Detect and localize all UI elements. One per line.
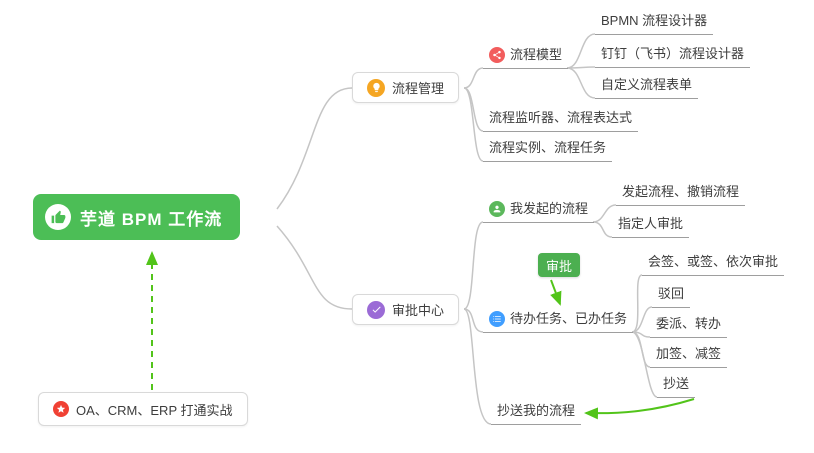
leaf-label: 加签、减签 xyxy=(656,346,722,361)
leaf-add-remove-sign[interactable]: 加签、减签 xyxy=(650,343,728,368)
branch-label: 审批中心 xyxy=(392,303,445,318)
share-icon xyxy=(489,46,505,63)
arrow-badge-to-todo xyxy=(550,279,562,306)
leaf-delegate-transfer[interactable]: 委派、转办 xyxy=(650,313,728,338)
leaf-label: 抄送我的流程 xyxy=(497,403,576,418)
leaf-cc[interactable]: 抄送 xyxy=(657,373,696,398)
leaf-label: 流程模型 xyxy=(510,47,563,62)
leaf-label: 钉钉（飞书）流程设计器 xyxy=(601,46,745,61)
check-icon xyxy=(367,300,385,319)
leaf-todo-done[interactable]: 待办任务、已办任务 xyxy=(483,308,634,333)
leaf-label: 指定人审批 xyxy=(618,216,684,231)
root-label: 芋道 BPM 工作流 xyxy=(80,209,223,229)
leaf-countersign[interactable]: 会签、或签、依次审批 xyxy=(642,251,785,276)
branch-process-management[interactable]: 流程管理 xyxy=(352,72,460,103)
leaf-label: 我发起的流程 xyxy=(510,201,589,216)
leaf-label: 发起流程、撤销流程 xyxy=(622,184,740,199)
leaf-label: 流程实例、流程任务 xyxy=(489,140,607,155)
leaf-cc-my-process[interactable]: 抄送我的流程 xyxy=(491,400,582,425)
person-icon xyxy=(489,200,505,217)
relation-arrows xyxy=(146,251,695,420)
leaf-label: 委派、转办 xyxy=(656,316,722,331)
leaf-my-initiated[interactable]: 我发起的流程 xyxy=(483,198,595,223)
star-icon xyxy=(53,401,69,417)
floating-node-practice[interactable]: OA、CRM、ERP 打通实战 xyxy=(38,392,248,426)
floating-node-label: OA、CRM、ERP 打通实战 xyxy=(76,402,233,418)
thumbs-up-icon xyxy=(45,204,71,230)
leaf-label: 自定义流程表单 xyxy=(601,77,693,92)
leaf-custom-form[interactable]: 自定义流程表单 xyxy=(595,74,699,99)
leaf-label: 驳回 xyxy=(658,286,685,301)
leaf-label: BPMN 流程设计器 xyxy=(601,13,708,28)
leaf-assignee-approval[interactable]: 指定人审批 xyxy=(612,213,690,238)
leaf-process-model[interactable]: 流程模型 xyxy=(483,44,569,69)
leaf-label: 抄送 xyxy=(663,376,690,391)
leaf-initiate-cancel[interactable]: 发起流程、撤销流程 xyxy=(616,181,746,206)
leaf-bpmn-designer[interactable]: BPMN 流程设计器 xyxy=(595,10,714,35)
branch-label: 流程管理 xyxy=(392,81,445,96)
lightbulb-icon xyxy=(367,78,385,97)
relation-badge-approval[interactable]: 审批 xyxy=(538,253,581,277)
branch-approval-center[interactable]: 审批中心 xyxy=(352,294,460,325)
leaf-instance-task[interactable]: 流程实例、流程任务 xyxy=(483,137,613,162)
arrow-cc-to-ccmy xyxy=(584,398,695,420)
leaf-label: 会签、或签、依次审批 xyxy=(648,254,779,269)
leaf-dingtalk-designer[interactable]: 钉钉（飞书）流程设计器 xyxy=(595,43,751,68)
leaf-reject[interactable]: 驳回 xyxy=(652,283,691,308)
leaf-listener-expression[interactable]: 流程监听器、流程表达式 xyxy=(483,107,639,132)
leaf-label: 流程监听器、流程表达式 xyxy=(489,110,633,125)
leaf-label: 待办任务、已办任务 xyxy=(510,311,628,326)
root-node[interactable]: 芋道 BPM 工作流 xyxy=(33,194,241,240)
badge-label: 审批 xyxy=(546,258,573,274)
list-icon xyxy=(489,310,505,327)
